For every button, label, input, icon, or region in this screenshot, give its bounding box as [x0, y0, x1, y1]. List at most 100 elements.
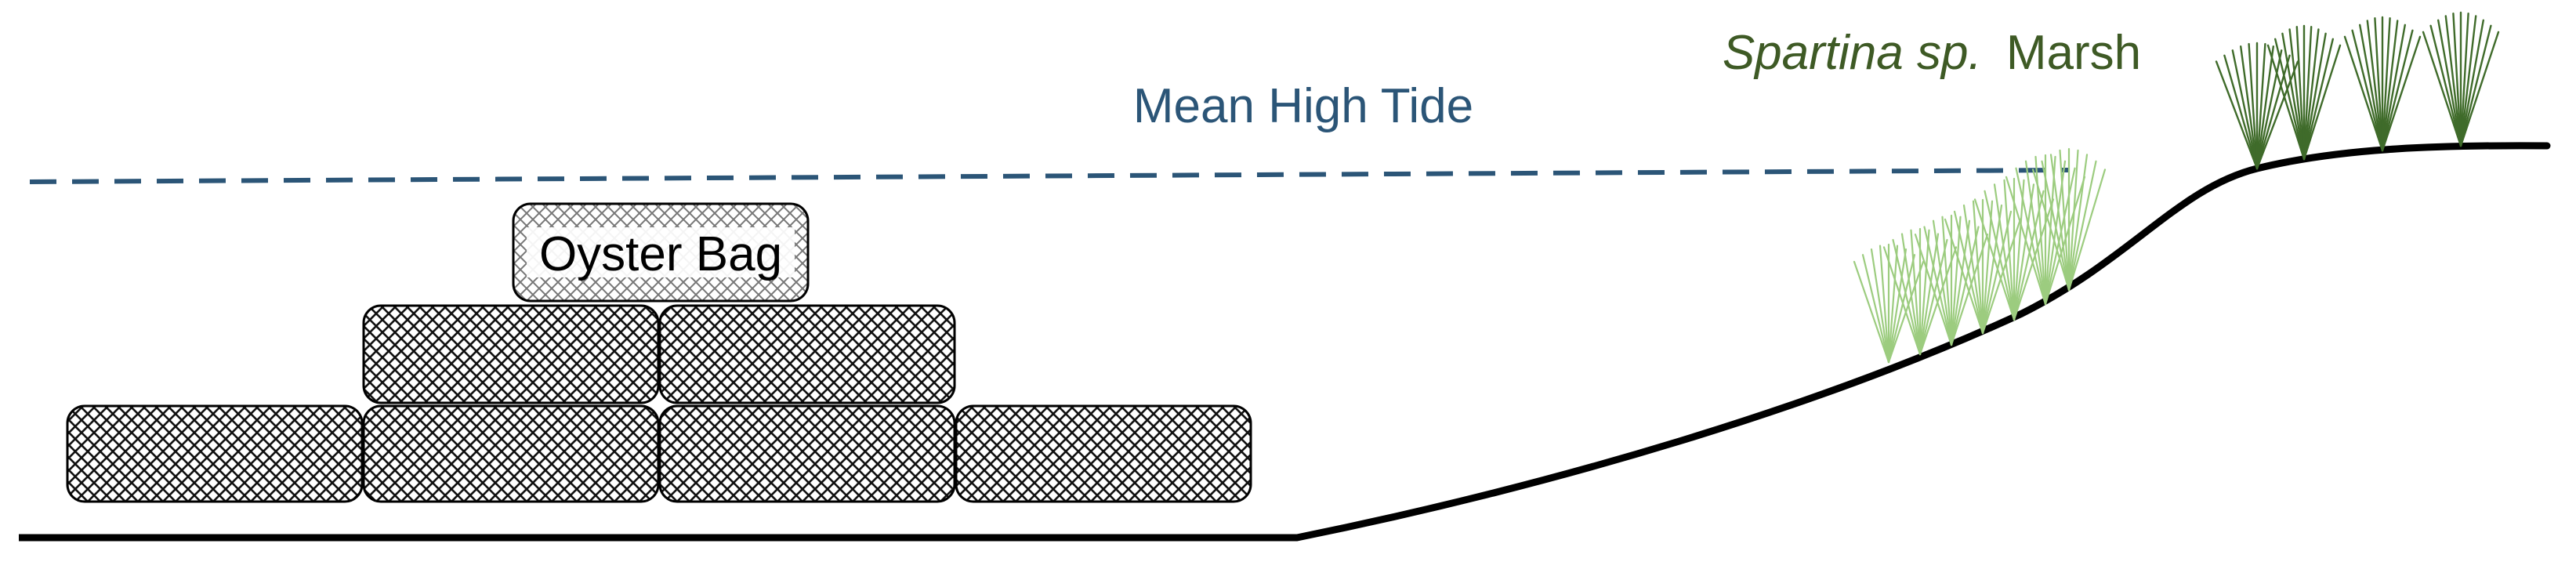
grass-blade	[2255, 54, 2291, 170]
grass-blade	[1892, 238, 1922, 356]
grass-blade	[2031, 169, 2071, 292]
grass-blade	[1918, 238, 1948, 356]
grass-blade	[1972, 200, 1984, 335]
light-grass-tuft	[1973, 177, 2055, 321]
grass-blade	[2459, 31, 2500, 147]
grass-blade	[1918, 246, 1958, 356]
grass-blade	[2302, 44, 2342, 161]
oyster-bag	[658, 404, 956, 503]
grass-blade	[2302, 32, 2327, 161]
grass-blade	[2239, 45, 2259, 170]
oyster-bag-label: Oyster Bag	[539, 227, 782, 281]
grass-blade	[2223, 54, 2259, 170]
grass-blade	[2459, 15, 2477, 147]
oyster-bag	[66, 404, 364, 503]
shoreline-slope	[1293, 142, 2551, 542]
grass-blade	[2067, 149, 2079, 292]
oyster-bag	[362, 304, 660, 404]
grass-blade	[2459, 19, 2485, 147]
grass-blade	[2452, 12, 2462, 147]
oyster-bag	[955, 404, 1252, 503]
grass-blade	[2273, 38, 2306, 161]
grass-blade	[2013, 198, 2055, 321]
grass-blade	[2302, 28, 2320, 161]
grass-blade	[1981, 200, 1994, 335]
grass-blade	[1981, 204, 2003, 335]
grass-blade	[2459, 24, 2492, 147]
grass-blade	[2049, 154, 2071, 292]
grass-blade	[1953, 210, 1984, 335]
oyster-bag-stack: Oyster Bag	[66, 202, 1252, 503]
grass-blade	[2437, 19, 2462, 147]
grass-blade	[2374, 16, 2384, 152]
oyster-bag	[658, 304, 956, 404]
mean-high-tide-line	[29, 168, 2070, 184]
grass-blade	[2005, 176, 2047, 306]
grass-blade	[2459, 12, 2469, 147]
grass-blade	[2429, 24, 2462, 147]
grass-blade	[1879, 245, 1890, 364]
grass-blade	[1853, 260, 1890, 364]
marsh-genus-label: Spartina sp.	[1723, 26, 1982, 80]
light-grass-group	[1853, 147, 2107, 364]
grass-blade	[1882, 246, 1922, 356]
grass-blade	[2358, 24, 2384, 152]
spartina-grass-group	[2215, 11, 2500, 170]
grass-blade	[2041, 160, 2071, 292]
grass-blade	[2302, 25, 2313, 161]
grass-blade	[2067, 154, 2089, 292]
grass-blade	[2248, 42, 2259, 170]
grass-blade	[2003, 179, 2016, 321]
grass-blade	[1993, 183, 2016, 321]
grass-blade	[1941, 216, 1953, 346]
marsh-label: Spartina sp. Marsh	[1723, 26, 2141, 80]
grass-blade	[1918, 229, 1930, 356]
spartina-grass-tuft	[2266, 24, 2342, 161]
grass-blade	[1918, 233, 1940, 356]
grass-blade	[1981, 210, 2013, 335]
light-grass-tuft	[1944, 198, 2022, 335]
grass-blade	[1923, 226, 1953, 346]
grass-blade	[2067, 169, 2107, 292]
grass-blade	[2231, 49, 2259, 170]
grass-blade	[2067, 160, 2097, 292]
grass-blade	[1950, 216, 1962, 346]
grass-blade	[2013, 179, 2025, 321]
spartina-grass-tuft	[2343, 16, 2422, 152]
marsh-word-label: Marsh	[2006, 26, 2141, 80]
grass-blade	[2288, 28, 2306, 161]
grass-blade	[1944, 218, 1984, 335]
grass-blade	[2343, 35, 2384, 152]
light-grass-tuft	[1914, 214, 1989, 346]
grass-blade	[1950, 234, 1989, 346]
grass-blade	[1950, 219, 1971, 346]
grass-blade	[2444, 15, 2462, 147]
grass-blade	[1870, 248, 1890, 364]
grass-blade	[2381, 29, 2414, 152]
grass-blade	[2295, 25, 2306, 161]
grass-blade	[2024, 160, 2047, 306]
grass-blade	[1973, 198, 2016, 321]
grass-blade	[2281, 32, 2306, 161]
grass-blade	[1887, 245, 1899, 364]
grass-blade	[2302, 38, 2335, 161]
grass-blade	[2366, 20, 2384, 152]
grass-blade	[1887, 254, 1916, 364]
grass-blade	[1861, 254, 1890, 364]
grass-blade	[1932, 219, 1953, 346]
grass-blade	[2381, 20, 2399, 152]
spartina-grass-tuft	[2422, 11, 2500, 147]
grass-blade	[2255, 45, 2275, 170]
grass-blade	[2266, 44, 2306, 161]
grass-blade	[1900, 233, 1922, 356]
grass-blade	[1950, 226, 1980, 346]
oyster-bag-label-backdrop	[527, 227, 795, 277]
grass-blade	[2215, 60, 2259, 170]
grass-blade	[2255, 42, 2266, 170]
light-grass-tuft	[2031, 147, 2107, 292]
grass-blade	[2059, 149, 2071, 292]
spartina-grass-tuft	[2215, 42, 2299, 170]
grass-blade	[1887, 248, 1908, 364]
grass-blade	[2381, 24, 2407, 152]
